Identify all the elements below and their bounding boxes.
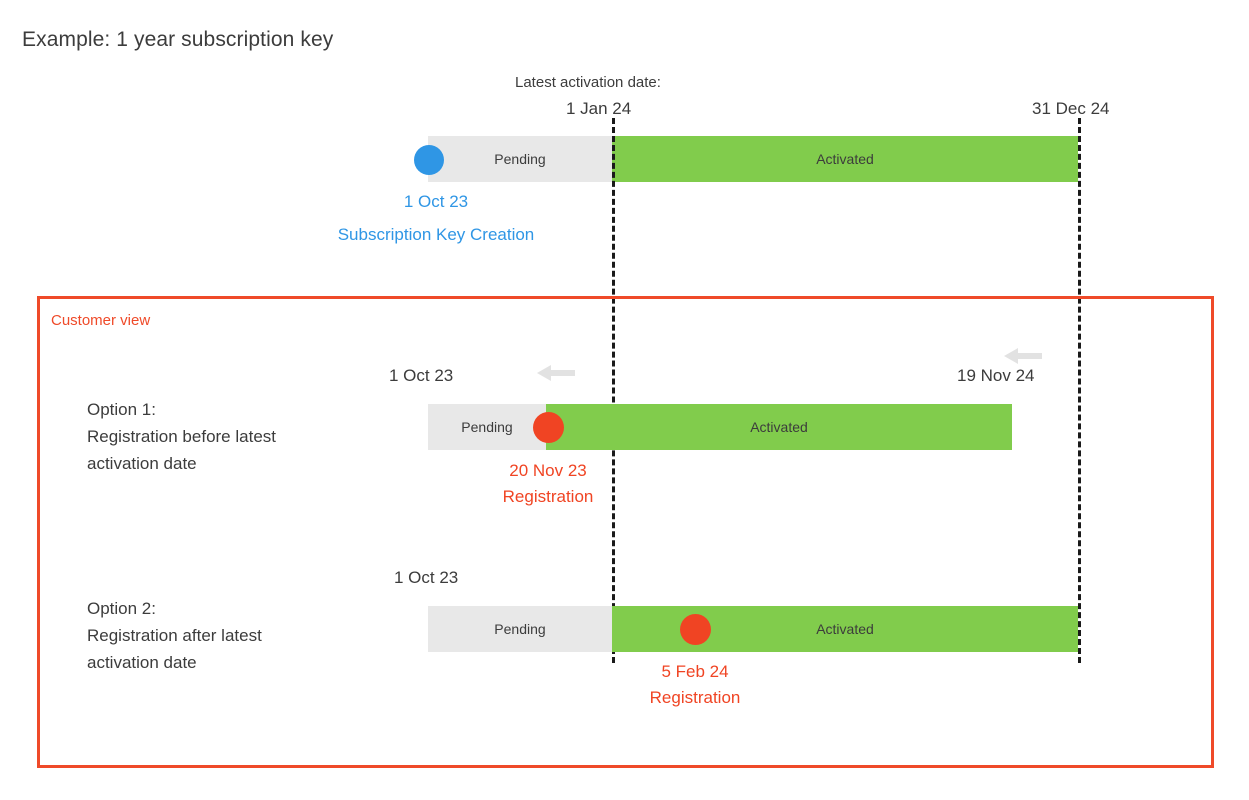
option-2-description: Option 2: Registration after latest acti…: [87, 599, 262, 672]
top-timeline-start-date: 1 Jan 24: [566, 99, 632, 118]
top-timeline-pending-bar[interactable]: Pending: [428, 136, 612, 182]
top-timeline-activated-bar[interactable]: Activated: [612, 136, 1078, 182]
option-1-activated-bar[interactable]: Activated: [546, 404, 1012, 450]
top-timeline-end-date: 31 Dec 24: [1032, 99, 1110, 118]
arrow-left-icon: [1002, 345, 1044, 367]
page-title: Example: 1 year subscription key: [22, 28, 334, 51]
option-1-registration-date: 20 Nov 23: [509, 461, 587, 480]
guide-line-latest-activation-date: [612, 118, 615, 663]
customer-view-container: [37, 296, 1214, 768]
blue-dot-icon: [414, 145, 444, 175]
subscription-key-creation-date: 1 Oct 23: [403, 192, 469, 211]
option-2-start-date: 1 Oct 23: [394, 568, 459, 587]
red-dot-icon: [680, 614, 711, 645]
option-2-registration-date: 5 Feb 24: [661, 662, 729, 681]
option-1-description: Option 1: Registration before latest act…: [87, 400, 276, 473]
top-timeline-pending-label: Pending: [494, 151, 546, 167]
option-1-activated-label: Activated: [750, 419, 808, 435]
option-1-pending-bar[interactable]: Pending: [428, 404, 546, 450]
option-1-end-date: 19 Nov 24: [957, 366, 1035, 385]
option-2-pending-bar[interactable]: Pending: [428, 606, 612, 652]
customer-view-title: Customer view: [51, 312, 151, 329]
red-dot-icon: [533, 412, 564, 443]
option-1-start-date: 1 Oct 23: [389, 366, 454, 385]
option-2-pending-label: Pending: [494, 621, 546, 637]
option-2-registration-label: Registration: [649, 688, 741, 707]
guide-line-expiry-date: [1078, 118, 1081, 663]
option-1-pending-label: Pending: [461, 419, 513, 435]
option-1-registration-label: Registration: [502, 487, 594, 506]
arrow-left-icon: [535, 362, 577, 384]
latest-activation-date-caption: Latest activation date:: [515, 74, 661, 91]
top-timeline-activated-label: Activated: [816, 151, 874, 167]
subscription-key-creation-label: Subscription Key Creation: [337, 225, 535, 244]
